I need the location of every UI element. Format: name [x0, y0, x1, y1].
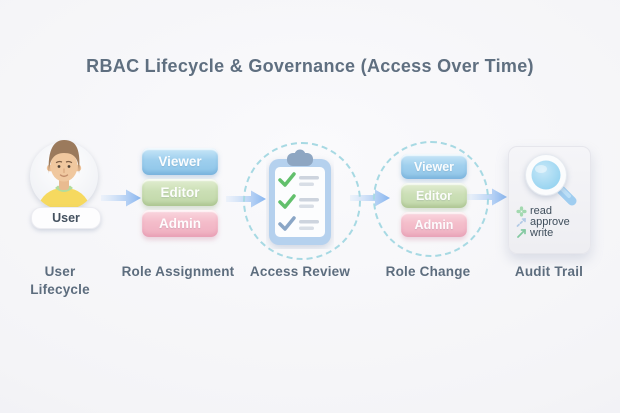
- role-badge-viewer: Viewer: [401, 154, 467, 179]
- clipboard-checklist-icon: [269, 149, 331, 245]
- user-label-pill: User: [31, 207, 101, 229]
- audit-entry: write: [516, 228, 586, 239]
- diagram-title: RBAC Lifecycle & Governance (Access Over…: [86, 56, 534, 76]
- approve-icon: [516, 218, 526, 227]
- role-badge-admin: Admin: [142, 210, 218, 237]
- stage-caption-user-lifecycle: User Lifecycle: [30, 264, 90, 297]
- audit-entry-list: read approve write: [516, 206, 586, 239]
- audit-entry-label: read: [530, 205, 553, 217]
- audit-entry-label: write: [530, 227, 554, 239]
- user-label: User: [52, 211, 80, 225]
- user-avatar-icon: [30, 140, 98, 210]
- audit-entry-label: approve: [530, 216, 570, 228]
- audit-entry: approve: [516, 217, 586, 228]
- stage-caption-role-assignment: Role Assignment: [121, 264, 235, 279]
- audit-trail-card: read approve write: [508, 146, 591, 254]
- role-badge-admin: Admin: [401, 212, 467, 237]
- change-cycle-ring: [373, 141, 489, 257]
- audit-entry: read: [516, 206, 586, 217]
- read-icon: [516, 206, 527, 217]
- stage-caption-audit-trail: Audit Trail: [514, 264, 584, 279]
- stage-caption-access-review: Access Review: [249, 264, 351, 279]
- role-badge-editor: Editor: [401, 183, 467, 208]
- write-icon: [517, 229, 526, 238]
- magnifier-icon: [525, 154, 577, 206]
- flow-arrow-icon: [101, 189, 141, 207]
- stage-caption-role-change: Role Change: [385, 264, 471, 279]
- review-cycle-ring: [243, 142, 361, 260]
- role-badge-viewer: Viewer: [142, 148, 218, 175]
- role-badge-editor: Editor: [142, 179, 218, 206]
